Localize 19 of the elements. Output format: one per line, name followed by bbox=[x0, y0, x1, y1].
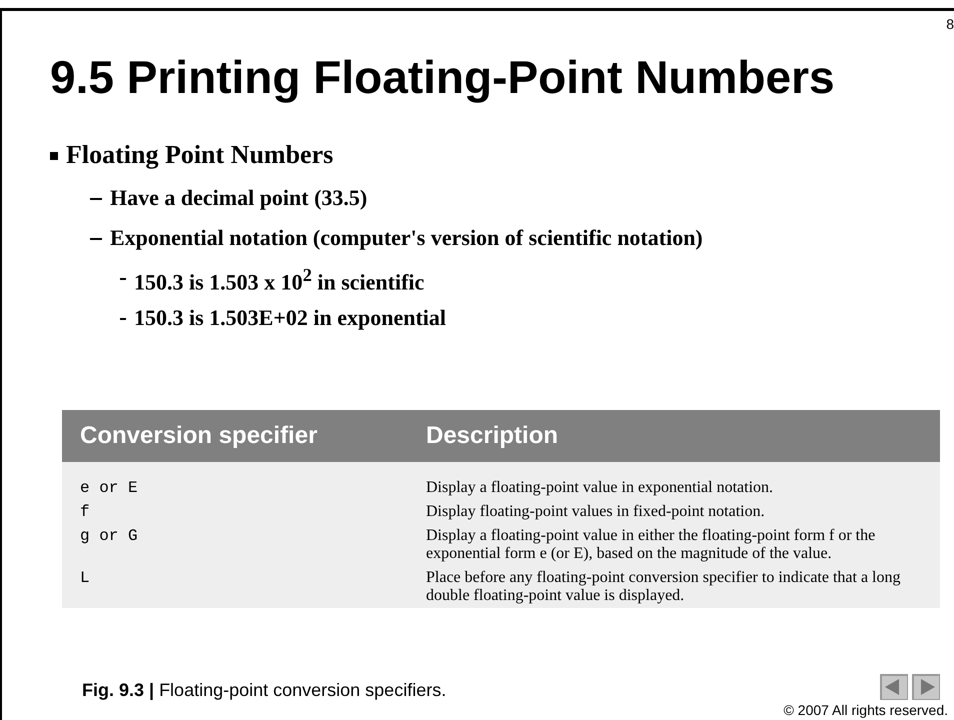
table-cell-text: f bbox=[79, 503, 91, 521]
table-cell-text: Display floating-point values in fixed-point notation. bbox=[426, 503, 766, 521]
table-cell-text: g or G bbox=[79, 527, 139, 547]
column-header: Conversion specifier bbox=[79, 422, 318, 450]
table-cell-text: Display a floating-point value in either the floating-point form f or the exponential form e (or E), based on the magnitude of the value. bbox=[426, 527, 876, 563]
copyright-text: © 2007 All rights reserved. bbox=[784, 702, 948, 718]
bullet-text: Floating Point Numbers bbox=[66, 140, 334, 170]
column-header: Description bbox=[426, 422, 560, 450]
bullet-text: Have a decimal point (33.5) bbox=[110, 185, 368, 211]
page-number: 8 bbox=[946, 16, 954, 32]
table-cell-text: L bbox=[79, 569, 91, 589]
bullet-text: 150.3 is 1.503E+02 in exponential bbox=[134, 305, 446, 331]
figure-caption: Fig. 9.3 | Floating-point conversion specifiers. bbox=[82, 680, 446, 701]
bullet-text: 150.3 is 1.503 x 10$^{2}$ in scientific bbox=[134, 265, 424, 296]
slide-title: 9.5 Printing Floating-Point Numbers bbox=[50, 50, 835, 104]
table-cell-text: Place before any floating-point conversion specifier to indicate that a long double floating-point value is displayed. bbox=[426, 569, 902, 605]
table-cell-text: Display a floating-point value in exponential notation. bbox=[426, 479, 774, 497]
bullet-text: Exponential notation (computer's version of scientific notation) bbox=[110, 225, 703, 251]
table-cell-text: e or E bbox=[79, 479, 139, 497]
